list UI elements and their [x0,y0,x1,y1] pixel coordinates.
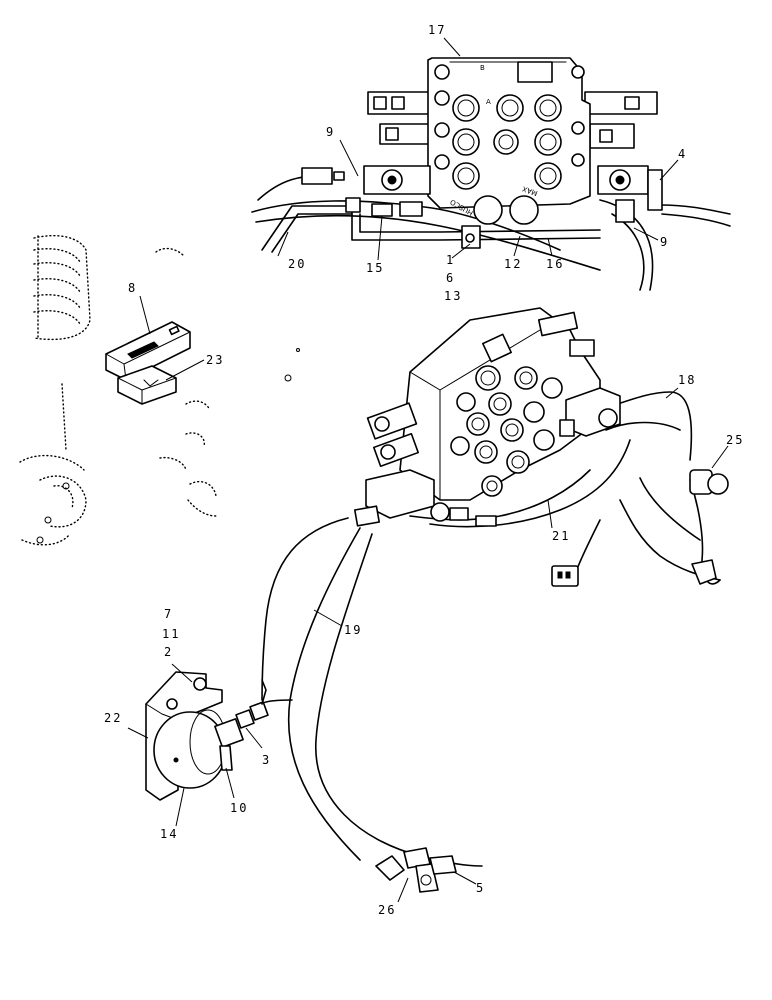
main-valve-assembly [257,307,729,867]
callout-8: 8 [128,281,137,295]
callout-14: 14 [160,827,178,841]
callout-7: 7 [164,607,173,621]
callout-25: 25 [726,433,744,447]
callout-1: 1 [446,253,455,267]
control-box-8 [105,321,191,381]
callout-6: 6 [446,271,455,285]
bracket-23 [117,365,177,405]
callout-11: 11 [162,627,180,641]
callout-3: 3 [262,753,271,767]
callout-18: 18 [678,373,696,387]
top-control-valve: B A MAX HUSCO [251,57,731,291]
callout-26: 26 [378,903,396,917]
callout-13: 13 [444,289,462,303]
callout-22: 22 [104,711,122,725]
marking-port-a: A [486,98,491,106]
accumulator-assembly [145,671,269,801]
callouts: 17 9 4 9 20 15 1 6 13 12 16 8 23 18 25 2… [104,23,744,917]
leader-lines [127,37,729,903]
callout-9-top: 9 [326,125,335,139]
callout-4: 4 [678,147,687,161]
callout-20: 20 [288,257,306,271]
callout-5: 5 [476,881,485,895]
callout-15: 15 [366,261,384,275]
callout-21: 21 [552,529,570,543]
callout-23: 23 [206,353,224,367]
phantom-tire [19,234,300,546]
callout-19: 19 [344,623,362,637]
callout-2: 2 [164,645,173,659]
callout-10: 10 [230,801,248,815]
callout-16: 16 [546,257,564,271]
callout-12: 12 [504,257,522,271]
callout-17: 17 [428,23,446,37]
fittings-26-5 [375,847,457,893]
marking-port-b: B [480,64,485,72]
callout-9-right: 9 [660,235,669,249]
